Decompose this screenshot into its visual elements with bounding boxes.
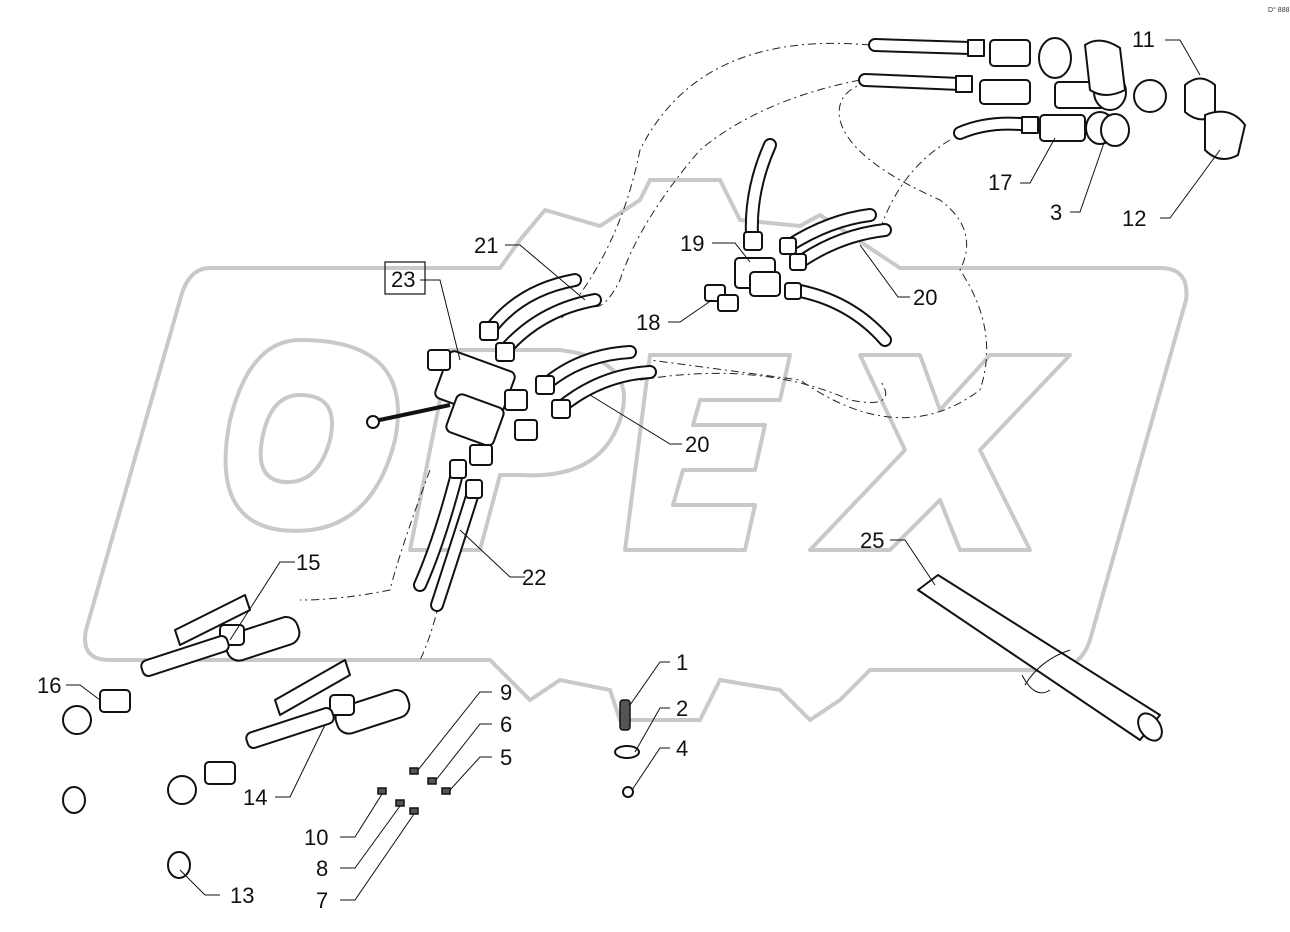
- coupler-13: [204, 761, 236, 785]
- pipe-25: [917, 574, 1163, 742]
- callout-23-box: [384, 261, 426, 295]
- coupler-body-17: [1039, 114, 1086, 142]
- valve-port-1: [427, 349, 451, 371]
- grip-14: [334, 689, 411, 735]
- dust-cap-16: [62, 705, 92, 735]
- tee-fitting-lower: [749, 271, 781, 297]
- dust-cap-13: [167, 775, 197, 805]
- callout-20-right: 20: [913, 285, 937, 310]
- clip-7: [409, 807, 419, 815]
- callout-22: 22: [522, 565, 546, 590]
- callout-11: 11: [1132, 27, 1155, 52]
- callout-17: 17: [988, 170, 1012, 195]
- hose-22-fitting-a: [449, 459, 467, 479]
- callout-14: 14: [243, 785, 267, 810]
- clip-6: [427, 777, 437, 785]
- cap-ring-13: [167, 851, 191, 879]
- grip-shell-14: [274, 659, 351, 716]
- hose-fitting-2: [955, 75, 973, 93]
- callout-5: 5: [500, 745, 512, 770]
- watermark-letter-o: [223, 338, 400, 533]
- hose-22-fitting-b: [465, 479, 483, 499]
- callout-13: 13: [230, 883, 254, 908]
- cap-ring-16: [62, 786, 86, 814]
- callout-18: 18: [636, 310, 660, 335]
- clip-10: [377, 787, 387, 795]
- callout-25: 25: [860, 528, 884, 553]
- callout-20-center: 20: [685, 432, 709, 457]
- clamp-ring-5: [1100, 113, 1130, 147]
- hose-21-fitting-b: [495, 342, 515, 362]
- valve-port-4: [469, 444, 493, 466]
- callout-21: 21: [474, 233, 498, 258]
- bolt-1: [619, 699, 631, 731]
- clamp-ring-3: [1133, 79, 1167, 113]
- hose-21-fitting-a: [479, 321, 499, 341]
- callout-23: 23: [391, 267, 415, 292]
- callout-12: 12: [1122, 206, 1146, 231]
- hose-20-fitting-c: [779, 237, 797, 255]
- handle-assembly-upper: [62, 594, 301, 814]
- clamp-ring-1: [1038, 37, 1072, 79]
- coupler-body-1: [989, 39, 1031, 67]
- clip-9: [409, 767, 419, 775]
- watermark-letter-e: [623, 353, 792, 552]
- callout-3: 3: [1050, 200, 1062, 225]
- valve-handle: [369, 403, 451, 424]
- dust-cap-12: [1204, 110, 1246, 160]
- callout-15: 15: [296, 550, 320, 575]
- leader-lines: [66, 39, 1221, 901]
- callout-1: 1: [676, 650, 688, 675]
- handle-assembly-lower: [167, 659, 411, 879]
- tube-15: [140, 635, 230, 677]
- hose-fitting-1: [967, 39, 985, 57]
- clip-5: [441, 787, 451, 795]
- hose-fitting-3: [1021, 116, 1039, 134]
- callout-16: 16: [37, 673, 61, 698]
- callout-19: 19: [680, 231, 704, 256]
- coupler-body-2: [979, 79, 1031, 105]
- callout-10: 10: [304, 825, 328, 850]
- adapter-18-b: [717, 294, 739, 312]
- hose-20-fitting-b: [551, 399, 571, 419]
- valve-port-2: [504, 389, 528, 411]
- callouts: 11 17 3 12 19 21 23 20 18 20 22 25 15 16…: [37, 27, 1155, 913]
- valve-port-3: [514, 419, 538, 441]
- valve-block-23-lower: [445, 393, 505, 447]
- coupler-assembly-top: [858, 37, 1246, 160]
- callout-6: 6: [500, 712, 512, 737]
- watermark-letter-x: [808, 353, 1072, 552]
- corner-code: D° 888: [1268, 6, 1290, 14]
- grip-shell-15: [174, 594, 251, 646]
- hose-20-fitting-d: [789, 253, 807, 271]
- tee-assembly: [704, 138, 892, 347]
- coupler-16: [99, 689, 131, 713]
- callout-9: 9: [500, 680, 512, 705]
- valve-handle-knob: [366, 415, 380, 429]
- callout-8: 8: [316, 856, 328, 881]
- callout-4: 4: [676, 736, 688, 761]
- spring-14: [329, 694, 355, 716]
- hose-20-fitting-a: [535, 375, 555, 395]
- hose-19-fitting: [743, 231, 763, 251]
- nut-4: [622, 786, 634, 798]
- valve-assembly: [366, 273, 657, 612]
- hose-20-fitting-e: [784, 282, 802, 300]
- hardware: [377, 699, 640, 815]
- tube-14: [245, 707, 335, 749]
- callout-7: 7: [316, 888, 328, 913]
- routing-lines: [299, 42, 988, 661]
- dust-cap-11-a: [1084, 39, 1126, 96]
- callout-2: 2: [676, 696, 688, 721]
- clip-8: [395, 799, 405, 807]
- washer-2: [614, 745, 640, 759]
